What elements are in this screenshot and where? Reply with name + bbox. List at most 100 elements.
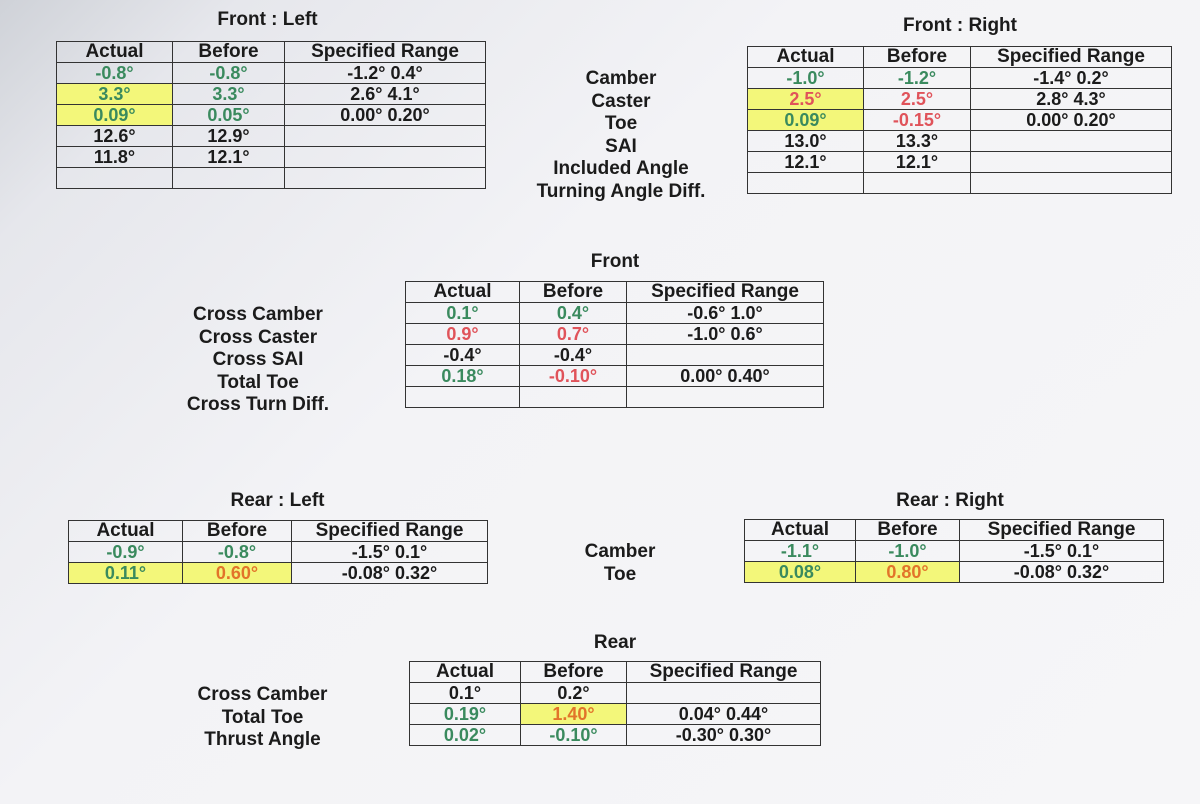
table-row: -1.0°-1.2°-1.4° 0.2° (747, 67, 1172, 89)
table-cell: 0.05° (172, 104, 285, 126)
table-cell: 13.0° (747, 130, 864, 152)
rear-left-title: Rear : Left (230, 490, 325, 511)
front-label: Caster (591, 90, 651, 112)
front-label: SAI (605, 135, 637, 157)
table-row: 12.1°12.1° (747, 151, 1172, 173)
table-cell: 1.40° (520, 703, 627, 725)
table-cell: 12.6° (56, 125, 173, 147)
column-header: Before (172, 41, 285, 63)
table-cell: 0.11° (68, 562, 183, 584)
front-right-title: Front : Right (903, 15, 1017, 36)
rear-label: Camber (584, 541, 656, 562)
column-header: Before (182, 520, 292, 542)
table-cell: 0.09° (747, 109, 864, 131)
table-row: 11.8°12.1° (56, 146, 486, 168)
table-cell: 11.8° (56, 146, 173, 168)
table-cell: 0.19° (409, 703, 521, 725)
table-cell: -0.10° (519, 365, 627, 387)
column-header: Actual (409, 661, 521, 683)
table-cell: 12.1° (747, 151, 864, 173)
table-cell: 0.02° (409, 724, 521, 746)
table-cell: 12.9° (172, 125, 285, 147)
front-cross-label: Cross SAI (212, 349, 304, 370)
table-cell: -0.08° 0.32° (291, 562, 488, 584)
column-header: Specified Range (626, 281, 824, 303)
table-row: 0.02°-0.10°-0.30° 0.30° (409, 724, 821, 746)
front-cross-label: Cross Turn Diff. (186, 394, 330, 415)
table-cell: -0.6° 1.0° (626, 302, 824, 324)
table-cell: -0.15° (863, 109, 971, 131)
table-cell: 2.5° (747, 88, 864, 110)
front-cross-label: Cross Caster (198, 326, 318, 348)
rear-cross-label: Thrust Angle (204, 729, 321, 750)
table-row: 0.09°0.05°0.00° 0.20° (56, 104, 486, 126)
column-header: Actual (747, 46, 864, 68)
table-cell (284, 167, 486, 189)
table-cell (626, 682, 821, 704)
table-row: -0.8°-0.8°-1.2° 0.4° (56, 62, 486, 84)
table-cell: -1.2° (863, 67, 971, 89)
table-cell: -1.4° 0.2° (970, 67, 1172, 89)
table-cell: 0.00° 0.40° (626, 365, 824, 387)
table-cell: 0.60° (182, 562, 292, 584)
table-cell: 0.80° (855, 561, 960, 583)
table-row (747, 172, 1172, 194)
table-cell: -0.8° (56, 62, 173, 84)
table-row: 0.19°1.40°0.04° 0.44° (409, 703, 821, 725)
column-header: Actual (744, 519, 856, 541)
front-label: Included Angle (553, 158, 689, 179)
column-header: Specified Range (284, 41, 486, 63)
front-cross-label: Cross Camber (193, 304, 323, 325)
table-cell: 0.08° (744, 561, 856, 583)
table-cell: 13.3° (863, 130, 971, 152)
table-cell: -1.5° 0.1° (959, 540, 1164, 562)
column-header: Actual (405, 281, 520, 303)
column-header: Specified Range (970, 46, 1172, 68)
front-label: Toe (604, 113, 638, 134)
table-cell: -0.08° 0.32° (959, 561, 1164, 583)
table-cell: 0.18° (405, 365, 520, 387)
rear-cross-label: Cross Camber (197, 684, 328, 705)
table-cell: -1.5° 0.1° (291, 541, 488, 563)
rear-title: Rear (593, 632, 637, 653)
table-cell: 2.8° 4.3° (970, 88, 1172, 110)
table-cell: 0.1° (409, 682, 521, 704)
table-cell: -0.8° (172, 62, 285, 84)
table-cell: 2.5° (863, 88, 971, 110)
table-cell (172, 167, 285, 189)
table-cell (970, 151, 1172, 173)
table-row: 12.6°12.9° (56, 125, 486, 147)
front-cross-label: Total Toe (217, 371, 299, 393)
table-cell: -0.8° (182, 541, 292, 563)
table-cell (626, 344, 824, 366)
table-row: 2.5°2.5°2.8° 4.3° (747, 88, 1172, 110)
table-cell: -1.0° (855, 540, 960, 562)
table-row: 13.0°13.3° (747, 130, 1172, 152)
table-cell (284, 146, 486, 168)
table-cell: -0.9° (68, 541, 183, 563)
front-label: Turning Angle Diff. (536, 180, 706, 202)
table-row: 0.11°0.60°-0.08° 0.32° (68, 562, 488, 584)
table-cell (626, 386, 824, 408)
table-cell: 0.00° 0.20° (284, 104, 486, 126)
table-row: 0.9°0.7°-1.0° 0.6° (405, 323, 824, 345)
table-cell: 3.3° (172, 83, 285, 105)
table-cell: 12.1° (172, 146, 285, 168)
table-cell (970, 172, 1172, 194)
table-row: -1.1°-1.0°-1.5° 0.1° (744, 540, 1164, 562)
column-header: Specified Range (626, 661, 821, 683)
table-row (405, 386, 824, 408)
table-row: 0.1°0.4°-0.6° 1.0° (405, 302, 824, 324)
